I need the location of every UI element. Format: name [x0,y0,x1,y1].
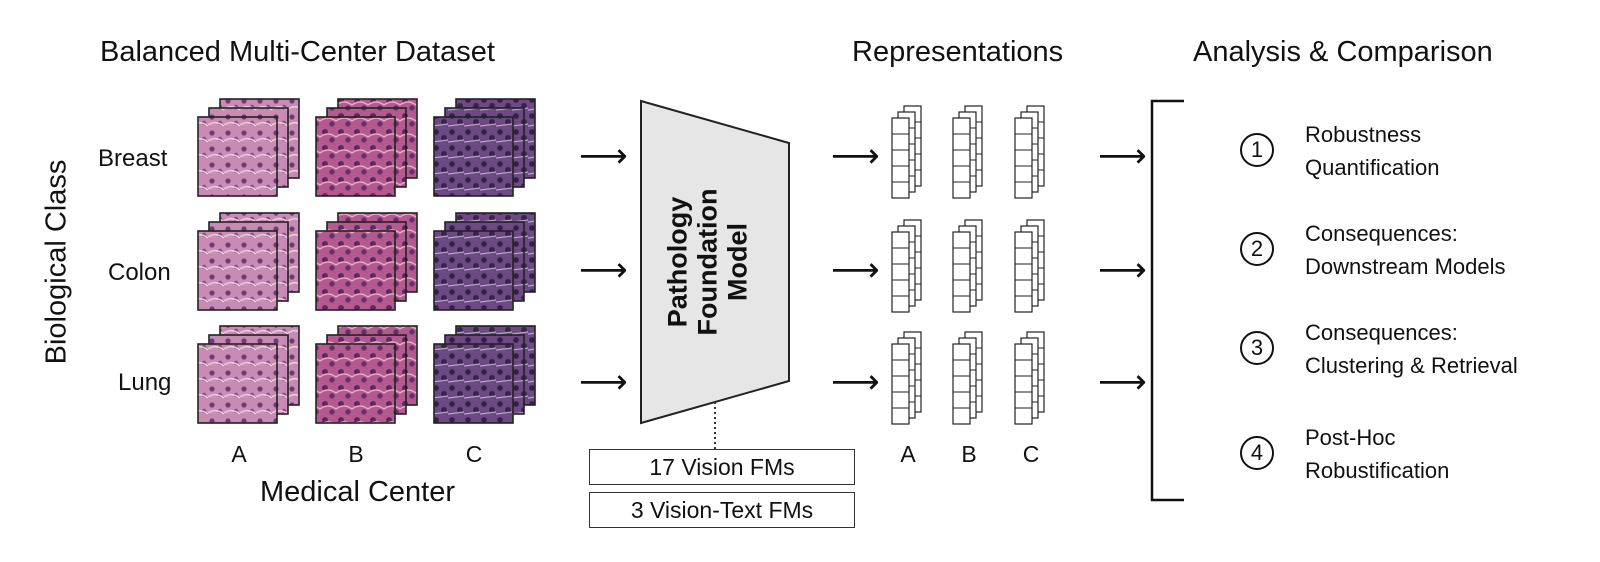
embedding-vector [952,343,971,425]
center-label-c: C [465,441,483,467]
rep-center-label-b: B [961,441,977,467]
arrow-icon: ⟶ [579,363,628,401]
arrow-icon: ⟶ [1098,137,1147,175]
medical-center-axis-title: Medical Center [260,476,456,508]
step-3-text: Consequences: Clustering & Retrieval [1305,316,1518,382]
step-4-text: Post-Hoc Robustification [1305,421,1449,487]
vector-stack-colon-a [891,219,922,313]
step-2-line-2: Downstream Models [1305,254,1506,279]
foundation-model-block [640,99,790,449]
embedding-vector [891,231,910,313]
foundation-model-shape [640,99,790,425]
model-label-line-1: Pathology [662,196,693,328]
tile-stack-lung-a [197,325,300,424]
arrow-icon: ⟶ [1098,251,1147,289]
analysis-bracket [1150,99,1184,502]
step-3-line-2: Clustering & Retrieval [1305,353,1518,378]
step-2-line-1: Consequences: [1305,221,1458,246]
foundation-model-label: Pathology Foundation Model [663,189,754,336]
tissue-patch [433,230,514,311]
vector-stack-lung-b [952,331,983,425]
tissue-patch [433,116,514,197]
tile-stack-colon-b [315,212,418,311]
embedding-vector [891,117,910,199]
tile-stack-lung-c [433,325,536,424]
class-label-breast: Breast [98,145,168,172]
tile-stack-colon-a [197,212,300,311]
embedding-vector [1014,231,1033,313]
dataset-heading: Balanced Multi-Center Dataset [100,36,495,68]
arrow-icon: ⟶ [831,363,880,401]
embedding-vector [952,231,971,313]
tile-stack-colon-c [433,212,536,311]
center-label-b: B [348,441,364,467]
tissue-tile-grid [197,98,536,424]
tile-stack-breast-c [433,98,536,197]
biological-class-axis-title: Biological Class [40,159,73,365]
analysis-bracket-line [1150,99,1184,502]
arrow-icon: ⟶ [1098,363,1147,401]
step-3-line-1: Consequences: [1305,320,1458,345]
tissue-patch [433,343,514,424]
embedding-vector [952,117,971,199]
vision-text-fms-box: 3 Vision-Text FMs [589,492,855,528]
tile-stack-breast-a [197,98,300,197]
vision-fms-box: 17 Vision FMs [589,449,855,485]
vector-stack-breast-c [1014,105,1045,199]
tissue-patch [197,230,278,311]
step-1-text: Robustness Quantification [1305,118,1440,184]
step-1-line-1: Robustness [1305,122,1422,147]
tissue-patch [197,116,278,197]
step-number-1-icon: 1 [1240,133,1274,167]
embedding-vector [1014,117,1033,199]
step-1-line-2: Quantification [1305,155,1440,180]
step-4-line-1: Post-Hoc [1305,425,1396,450]
class-label-colon: Colon [108,259,171,286]
step-number-3-icon: 3 [1240,331,1274,365]
embedding-vector [891,343,910,425]
arrow-icon: ⟶ [831,251,880,289]
vector-stack-lung-c [1014,331,1045,425]
arrow-icon: ⟶ [579,137,628,175]
tissue-patch [315,343,396,424]
step-2-text: Consequences: Downstream Models [1305,217,1506,283]
step-4-line-2: Robustification [1305,458,1450,483]
tissue-patch [315,230,396,311]
model-label-line-3: Model [723,223,754,301]
embedding-vector [1014,343,1033,425]
step-number-2-icon: 2 [1240,232,1274,266]
tile-stack-lung-b [315,325,418,424]
representations-heading: Representations [852,36,1064,68]
analysis-heading: Analysis & Comparison [1193,36,1493,68]
rep-center-label-c: C [1022,441,1040,467]
vector-stack-lung-a [891,331,922,425]
center-label-a: A [231,441,247,467]
arrow-icon: ⟶ [579,251,628,289]
step-number-4-icon: 4 [1240,436,1274,470]
model-label-line-2: Foundation [692,188,723,336]
class-label-lung: Lung [118,369,172,396]
arrow-icon: ⟶ [831,137,880,175]
vector-stack-breast-a [891,105,922,199]
rep-center-label-a: A [900,441,916,467]
tissue-patch [197,343,278,424]
vector-stack-breast-b [952,105,983,199]
vector-stack-colon-c [1014,219,1045,313]
representation-vectors [891,105,1045,425]
vector-stack-colon-b [952,219,983,313]
tile-stack-breast-b [315,98,418,197]
tissue-patch [315,116,396,197]
